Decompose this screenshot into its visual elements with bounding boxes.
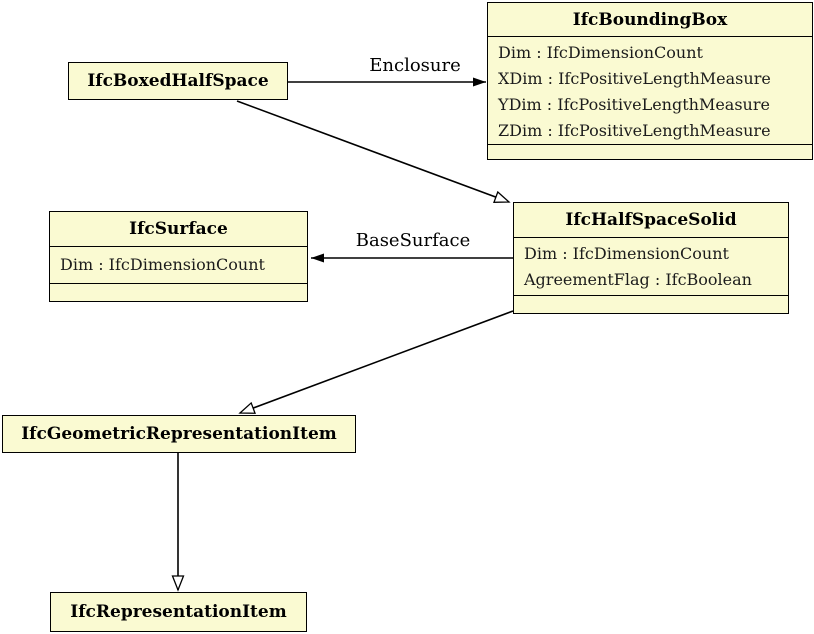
operations-compartment [50,283,307,301]
association-label-basesurface: BaseSurface [355,230,471,251]
class-title: IfcGeometricRepresentationItem [21,424,337,444]
class-box-ifcsurface: IfcSurface Dim : IfcDimensionCount [49,211,308,302]
generalization-halfspacesolid-to-geometricrepresentationitem [238,310,514,414]
attribute: Dim : IfcDimensionCount [60,255,265,274]
attribute: Dim : IfcDimensionCount [524,244,729,263]
operations-compartment [488,144,812,162]
class-box-ifcboundingbox: IfcBoundingBox Dim : IfcDimensionCount X… [487,2,813,160]
attributes-compartment: Dim : IfcDimensionCount [50,246,307,283]
class-box-ifcboxedhalfspace: IfcBoxedHalfSpace [68,62,288,100]
attributes-compartment: Dim : IfcDimensionCount XDim : IfcPositi… [488,36,812,144]
attribute: ZDim : IfcPositiveLengthMeasure [498,121,771,140]
attribute: YDim : IfcPositiveLengthMeasure [498,95,770,114]
attribute: XDim : IfcPositiveLengthMeasure [498,69,771,88]
attribute: Dim : IfcDimensionCount [498,43,703,62]
generalization-boxedhalfspace-to-halfspacesolid [236,100,511,203]
class-title: IfcSurface [129,219,228,239]
operations-compartment [514,295,788,313]
class-title: IfcBoundingBox [572,9,728,30]
class-box-ifcrepresentationitem: IfcRepresentationItem [50,592,307,632]
class-title: IfcBoxedHalfSpace [87,71,269,91]
class-box-ifchalfspacesolid: IfcHalfSpaceSolid Dim : IfcDimensionCoun… [513,202,789,314]
class-title: IfcRepresentationItem [70,602,287,622]
class-box-ifcgeometricrepresentationitem: IfcGeometricRepresentationItem [2,415,356,453]
attributes-compartment: Dim : IfcDimensionCount AgreementFlag : … [514,237,788,295]
association-label-enclosure: Enclosure [369,55,461,76]
attribute: AgreementFlag : IfcBoolean [524,270,752,289]
class-title: IfcHalfSpaceSolid [565,210,737,230]
